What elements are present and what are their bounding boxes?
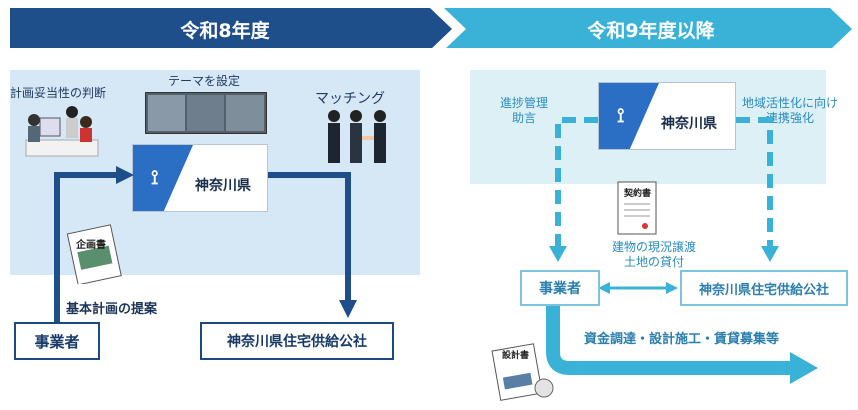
label-proposal: 基本計画の提案 xyxy=(66,302,158,317)
header-chevrons xyxy=(10,8,852,48)
handshake-icon xyxy=(328,110,386,163)
label-advice: 進捗管理 助言 xyxy=(500,96,549,125)
right-corporation-box: 神奈川県住宅供給公社 xyxy=(680,270,848,306)
label-matching: マッチング xyxy=(315,91,385,107)
right-chevron xyxy=(444,8,852,48)
left-operator-box: 事業者 xyxy=(14,322,100,360)
right-prefecture-stripe xyxy=(599,83,659,149)
right-header-title: 令和9年度以降 xyxy=(587,19,715,42)
theme-photo-3 xyxy=(226,95,264,131)
left-chevron xyxy=(10,8,452,48)
plan-doc-label: 企画書 xyxy=(76,240,106,251)
right-prefecture-box: ⟟ 神奈川県 xyxy=(598,82,736,150)
theme-photo-2 xyxy=(187,95,224,131)
left-flow-arrows xyxy=(54,166,357,322)
contract-document-icon xyxy=(617,181,657,235)
office-people-icon xyxy=(25,106,99,157)
theme-photo-1 xyxy=(148,95,185,131)
label-theme: テーマを設定 xyxy=(168,74,241,88)
right-operator-box: 事業者 xyxy=(520,270,600,306)
theme-photos xyxy=(145,92,267,134)
label-funding: 資金調達・設計施工・賃貸募集等 xyxy=(584,332,780,347)
design-doc-label: 設計書 xyxy=(502,351,530,361)
left-corporation-box: 神奈川県住宅供給公社 xyxy=(200,322,394,360)
design-document-icon xyxy=(491,343,554,401)
contract-doc-label: 契約書 xyxy=(624,189,652,199)
right-prefecture-name: 神奈川県 xyxy=(661,116,717,132)
left-header-title: 令和8年度 xyxy=(180,19,270,42)
plan-document-icon xyxy=(66,224,122,284)
left-prefecture-box: ⟟ 神奈川県 xyxy=(132,144,268,212)
left-prefecture-stripe xyxy=(133,145,193,211)
label-transfer: 建物の現況譲渡 土地の貸付 xyxy=(612,240,697,269)
label-coop: 地域活性化に向け 連携強化 xyxy=(742,96,839,125)
label-judgement: 計画妥当性の判断 xyxy=(10,86,107,100)
kanagawa-emblem-icon: ⟟ xyxy=(151,165,159,189)
kanagawa-emblem-icon: ⟟ xyxy=(617,103,625,127)
left-prefecture-name: 神奈川県 xyxy=(195,178,251,194)
